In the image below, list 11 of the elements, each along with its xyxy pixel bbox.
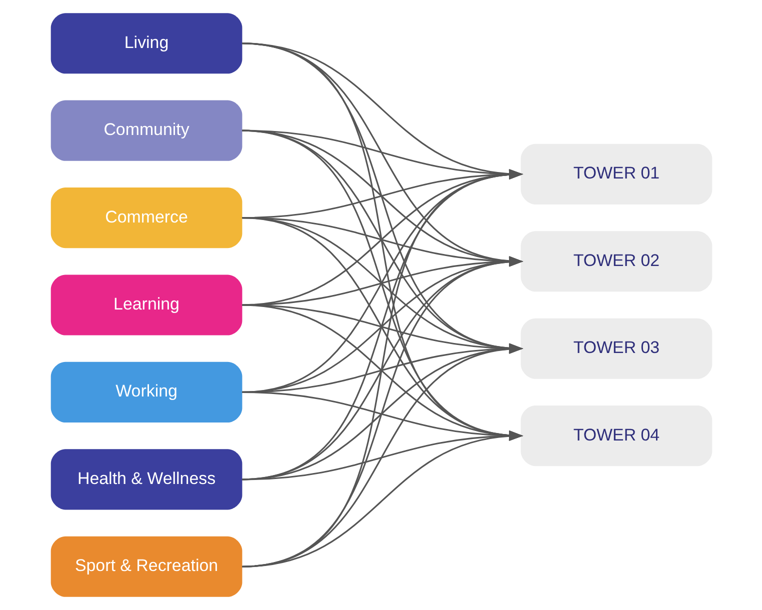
node-box: Sport & Recreation bbox=[50, 536, 242, 597]
node-box: Commerce bbox=[50, 188, 242, 248]
node-box: Community bbox=[50, 100, 242, 161]
node-box: Health & Wellness bbox=[50, 449, 242, 510]
node-box: TOWER 03 bbox=[520, 318, 712, 379]
node-box: Learning bbox=[50, 274, 242, 336]
node-box: TOWER 02 bbox=[520, 231, 712, 292]
node-box: TOWER 04 bbox=[520, 406, 712, 466]
node-box: TOWER 01 bbox=[520, 144, 712, 204]
node-box: Working bbox=[50, 362, 242, 422]
node-box: Living bbox=[50, 13, 242, 74]
